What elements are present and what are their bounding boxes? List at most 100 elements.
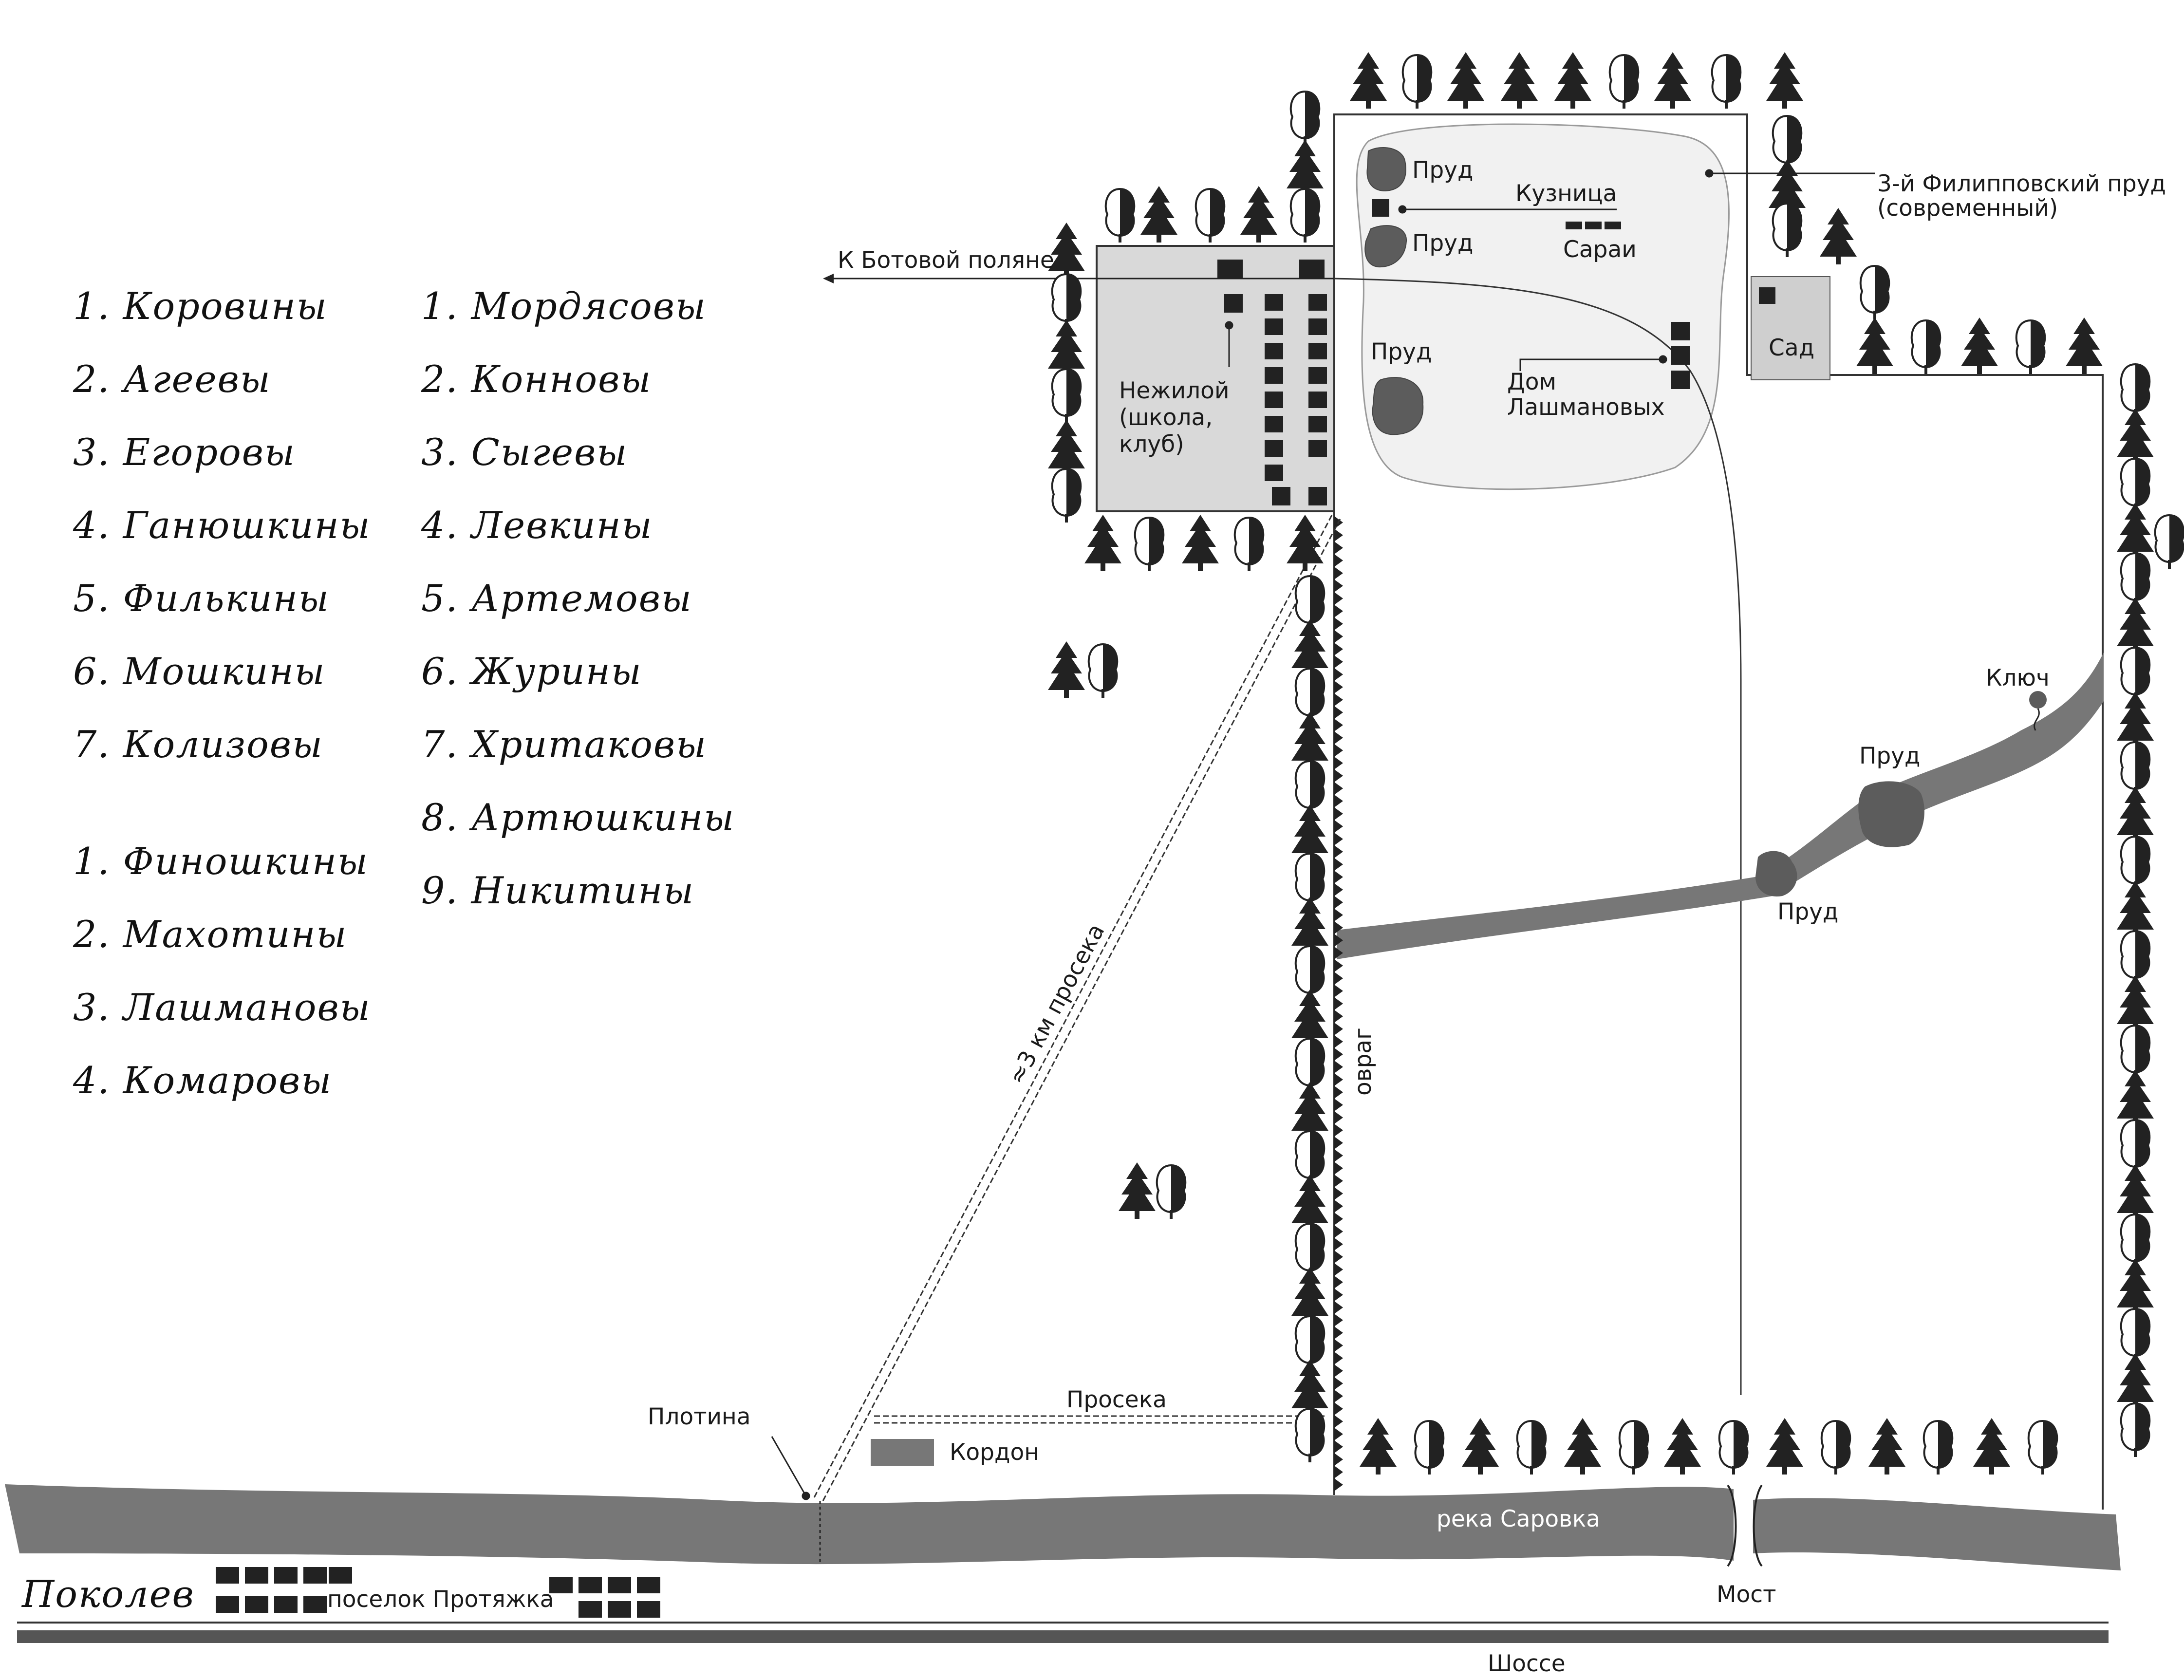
- family-item: 5. Артемовы: [421, 577, 692, 620]
- deciduous-tree-icon: [1289, 91, 1321, 146]
- deciduous-tree-icon: [2027, 1420, 2058, 1475]
- deciduous-tree-icon: [1608, 54, 1640, 110]
- conifer-tree-icon: [1291, 1360, 1328, 1416]
- deciduous-tree-icon: [1294, 1408, 1325, 1463]
- deciduous-tree-icon: [1051, 468, 1082, 523]
- deciduous-tree-icon: [2120, 1402, 2151, 1458]
- conifer-tree-icon: [1048, 320, 1085, 376]
- conifer-tree-icon: [2117, 786, 2154, 843]
- conifer-tree-icon: [1140, 186, 1177, 243]
- deciduous-tree-icon: [1859, 265, 1890, 320]
- family-item: 1. Мордясовы: [421, 284, 707, 328]
- family-list-col2: 1. Мордясовы 2. Конновы 3. Сыгевы 4. Лев…: [421, 284, 735, 912]
- protyazhka-buildings: [216, 1567, 660, 1618]
- deciduous-tree-icon: [2015, 319, 2046, 375]
- conifer-tree-icon: [1360, 1418, 1397, 1475]
- deciduous-tree-icon: [1401, 54, 1433, 110]
- bridge-label: Мост: [1717, 1581, 1776, 1608]
- family-item: 7. Колизовы: [73, 723, 323, 766]
- bridge-icon: [1727, 1484, 1763, 1567]
- river-label: река Саровка: [1437, 1506, 1600, 1532]
- conifer-tree-icon: [1048, 420, 1085, 476]
- conifer-tree-icon: [1291, 1267, 1328, 1324]
- deciduous-tree-icon: [1718, 1420, 1749, 1475]
- stream: [1337, 653, 2104, 959]
- conifer-tree-icon: [1462, 1418, 1499, 1475]
- clearing-3km-line: [813, 515, 1341, 1501]
- conifer-tree-icon: [1766, 1418, 1803, 1475]
- family-item: 2. Конновы: [421, 357, 652, 401]
- deciduous-tree-icon: [1156, 1164, 1187, 1220]
- conifer-tree-icon: [1291, 897, 1328, 953]
- road-to-botova: [823, 274, 1742, 1395]
- family-item: 5. Филькины: [73, 577, 330, 620]
- conifer-tree-icon: [1868, 1418, 1905, 1475]
- deciduous-tree-icon: [1414, 1420, 1445, 1475]
- cordon-legend-swatch: [871, 1439, 934, 1466]
- deciduous-tree-icon: [1051, 368, 1082, 424]
- inner-ponds: [1364, 147, 1424, 435]
- conifer-tree-icon: [1240, 186, 1277, 243]
- spring-icon: [2029, 691, 2047, 709]
- lashmanov-label-1: Дом: [1507, 369, 1556, 395]
- conifer-tree-icon: [2117, 1259, 2154, 1315]
- conifer-tree-icon: [1447, 52, 1484, 109]
- cordon-label: Кордон: [950, 1439, 1039, 1466]
- family-item: 1. Коровины: [73, 284, 328, 328]
- conifer-tree-icon: [2117, 597, 2154, 654]
- conifer-tree-icon: [1564, 1418, 1601, 1475]
- deciduous-tree-icon: [1087, 643, 1119, 699]
- family-item: 8. Артюшкины: [421, 796, 735, 839]
- dam-icon: [771, 1436, 821, 1563]
- family-item: 6. Мошкины: [73, 650, 326, 693]
- ravine-edge-icon: [1334, 516, 1343, 1491]
- river-east: [1753, 1498, 2121, 1570]
- pond-label-1: Пруд: [1412, 157, 1474, 184]
- deciduous-tree-icon: [1910, 319, 1941, 375]
- conifer-tree-icon: [1287, 140, 1324, 196]
- conifer-tree-icon: [2066, 317, 2103, 374]
- family-item: 3. Егоровы: [73, 430, 296, 474]
- spring-label: Ключ: [1986, 665, 2050, 691]
- conifer-tree-icon: [2117, 975, 2154, 1032]
- deciduous-tree-icon: [1233, 517, 1265, 572]
- conifer-tree-icon: [1501, 52, 1538, 109]
- clearing-line: [874, 1415, 1325, 1424]
- uninhabited-label-3: клуб): [1119, 431, 1184, 458]
- conifer-tree-icon: [1961, 317, 1998, 374]
- clearing-label: Просека: [1066, 1386, 1167, 1413]
- garden-label: Сад: [1769, 335, 1814, 361]
- pond-label-4: Пруд: [1859, 743, 1921, 769]
- conifer-tree-icon: [2117, 1070, 2154, 1126]
- family-item: 6. Журины: [421, 650, 642, 693]
- ravine-label: овраг: [1350, 1027, 1377, 1096]
- family-item: 3. Сыгевы: [421, 430, 628, 474]
- conifer-tree-icon: [2117, 409, 2154, 465]
- village-buildings: [1217, 260, 1327, 505]
- uninhabited-label-2: (школа,: [1119, 404, 1213, 431]
- deciduous-tree-icon: [1772, 203, 1803, 258]
- family-list-col1b: 1. Финошкины 2. Махотины 3. Лашмановы 4.…: [73, 840, 370, 1102]
- conifer-tree-icon: [1291, 1082, 1328, 1139]
- third-pond-area: [1356, 123, 1730, 490]
- dam-label: Плотина: [648, 1403, 751, 1430]
- family-item: 2. Агеевы: [73, 357, 271, 401]
- conifer-tree-icon: [1350, 52, 1387, 109]
- lashmanov-label-2: Лашмановых: [1507, 394, 1665, 421]
- pond-label-3: Пруд: [1371, 338, 1432, 365]
- deciduous-tree-icon: [1516, 1420, 1547, 1475]
- deciduous-tree-icon: [1134, 517, 1165, 572]
- to-botova-label: К Ботовой поляне: [838, 247, 1054, 274]
- sheds-label: Сараи: [1563, 236, 1637, 263]
- pond-area-buildings: [1372, 199, 1690, 389]
- highway-label: Шоссе: [1488, 1650, 1566, 1677]
- deciduous-tree-icon: [1195, 188, 1226, 243]
- deciduous-tree-icon: [1923, 1420, 1954, 1475]
- smithy-label: Кузница: [1515, 180, 1617, 207]
- smithy-building-icon: [1372, 199, 1389, 217]
- conifer-tree-icon: [1291, 712, 1328, 768]
- river-sarovka: [5, 1484, 1734, 1565]
- village-label: поселок Протяжка: [327, 1586, 554, 1613]
- pond-label-5: Пруд: [1777, 898, 1839, 925]
- conifer-tree-icon: [1291, 989, 1328, 1046]
